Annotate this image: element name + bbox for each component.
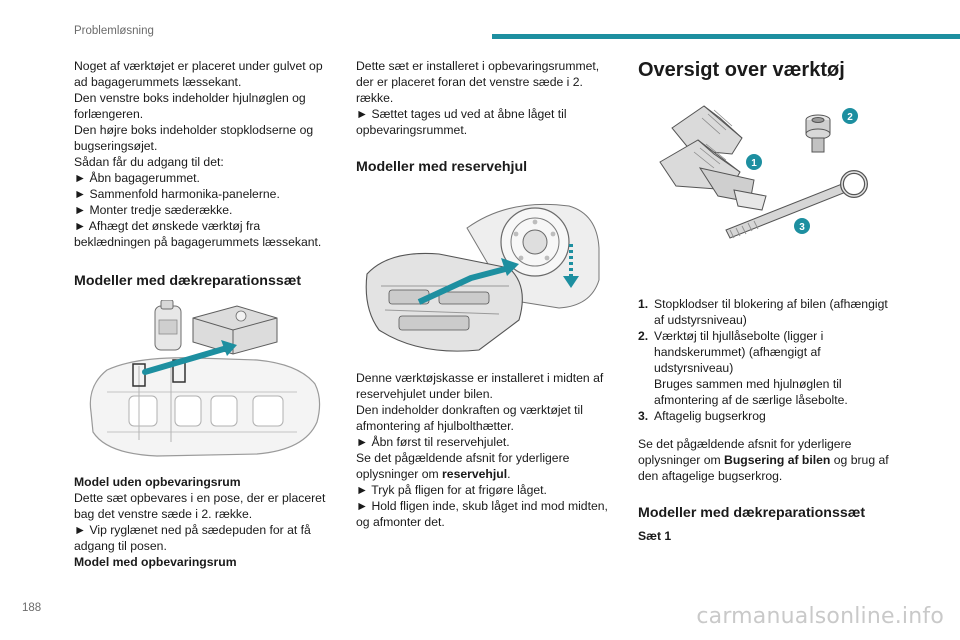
step-text: Hold fligen inde, skub låget ind mod mid…: [356, 499, 608, 529]
arrow-icon: ►: [356, 435, 369, 449]
step-item: ► Åbn bagagerummet.: [74, 170, 330, 186]
page-number: 188: [22, 602, 42, 614]
step-item: ► Tryk på fligen for at frigøre låget.: [356, 482, 612, 498]
set-label: Sæt 1: [638, 529, 672, 543]
arrow-icon: ►: [74, 171, 87, 185]
reference-link-towing: Bugsering af bilen: [724, 453, 831, 467]
section-title-spare-wheel: Modeller med reservehjul: [356, 159, 528, 175]
intro-line: Den venstre boks indeholder hjulnøglen o…: [74, 91, 306, 121]
arrow-icon: ►: [356, 483, 369, 497]
reference-link-spare-wheel: reservehjul: [442, 467, 508, 481]
callout-1: 1: [751, 158, 757, 169]
para-text: Denne værktøjskasse er installeret i mid…: [356, 371, 604, 401]
para-text: Den indeholder donkraften og værktøjet t…: [356, 403, 583, 433]
arrow-icon: ►: [356, 107, 369, 121]
step-text: Vip ryglænet ned på sædepuden for at få …: [74, 523, 311, 553]
reference-text: Se det pågældende afsnit for yderligere …: [356, 451, 570, 481]
arrow-icon: ►: [74, 523, 87, 537]
arrow-icon: ►: [356, 499, 369, 513]
step-item: ► Monter tredje sæderække.: [74, 202, 330, 218]
section-title-repair-kit: Modeller med dækreparationssæt: [74, 273, 302, 289]
step-item: ► Sættet tages ud ved at åbne låget til …: [356, 106, 612, 138]
header-accent-bar: [492, 34, 960, 39]
model1-text: Dette sæt opbevares i en pose, der er pl…: [74, 491, 326, 521]
step-item: ► Vip ryglænet ned på sædepuden for at f…: [74, 522, 330, 554]
tools-overview-illustration: 1 2 3: [659, 105, 868, 239]
list-item: 2. Værktøj til hjullåsebolte (ligger i h…: [638, 329, 848, 407]
step-text: Åbn bagagerummet.: [89, 171, 200, 185]
header-title: Problemløsning: [74, 25, 154, 37]
intro-line: Den højre boks indeholder stopklodserne …: [74, 123, 314, 153]
column-left: Noget af værktøjet er placeret under gul…: [74, 58, 330, 570]
intro-line: Noget af værktøjet er placeret under gul…: [74, 59, 323, 89]
column-right: Oversigt over værktøj: [638, 58, 896, 544]
step-text: Sættet tages ud ved at åbne låget til op…: [356, 107, 567, 137]
step-item: ► Hold fligen inde, skub låget ind mod m…: [356, 498, 612, 530]
step-item: ► Afhægt det ønskede værktøj fra beklædn…: [74, 218, 330, 250]
arrow-icon: ►: [74, 219, 87, 233]
tools-list: 1. Stopklodser til blokering af bilen (a…: [638, 296, 896, 424]
page-section-title: Oversigt over værktøj: [638, 59, 845, 81]
section-title-repair-kit: Modeller med dækreparationssæt: [638, 505, 866, 521]
model2-title: Model med opbevaringsrum: [74, 555, 237, 569]
list-item: 1. Stopklodser til blokering af bilen (a…: [638, 297, 888, 327]
step-item: ► Åbn først til reservehjulet.: [356, 434, 612, 450]
callout-2: 2: [847, 112, 853, 123]
list-item: 3. Aftagelig bugserkrog: [638, 409, 766, 423]
arrow-icon: ►: [74, 187, 87, 201]
step-text: Tryk på fligen for at frigøre låget.: [371, 483, 547, 497]
step-text: Sammenfold harmonika-panelerne.: [89, 187, 280, 201]
arrow-icon: ►: [74, 203, 87, 217]
watermark: carmanualsonline.info: [696, 604, 944, 629]
step-text: Afhægt det ønskede værktøj fra beklædnin…: [74, 219, 322, 249]
repair-kit-car-illustration: [89, 300, 321, 457]
spare-wheel-toolbox-illustration: [365, 203, 600, 352]
step-item: ► Sammenfold harmonika-panelerne.: [74, 186, 330, 202]
callout-3: 3: [799, 222, 805, 233]
intro-line: Sådan får du adgang til det:: [74, 155, 224, 169]
step-text: Åbn først til reservehjulet.: [371, 435, 510, 449]
intro-text: Dette sæt er installeret i opbevaringsru…: [356, 59, 600, 105]
reference-text: Se det pågældende afsnit for yderligere …: [638, 437, 889, 483]
column-middle: Dette sæt er installeret i opbevaringsru…: [356, 58, 612, 530]
model1-title: Model uden opbevaringsrum: [74, 475, 241, 489]
step-text: Monter tredje sæderække.: [89, 203, 233, 217]
